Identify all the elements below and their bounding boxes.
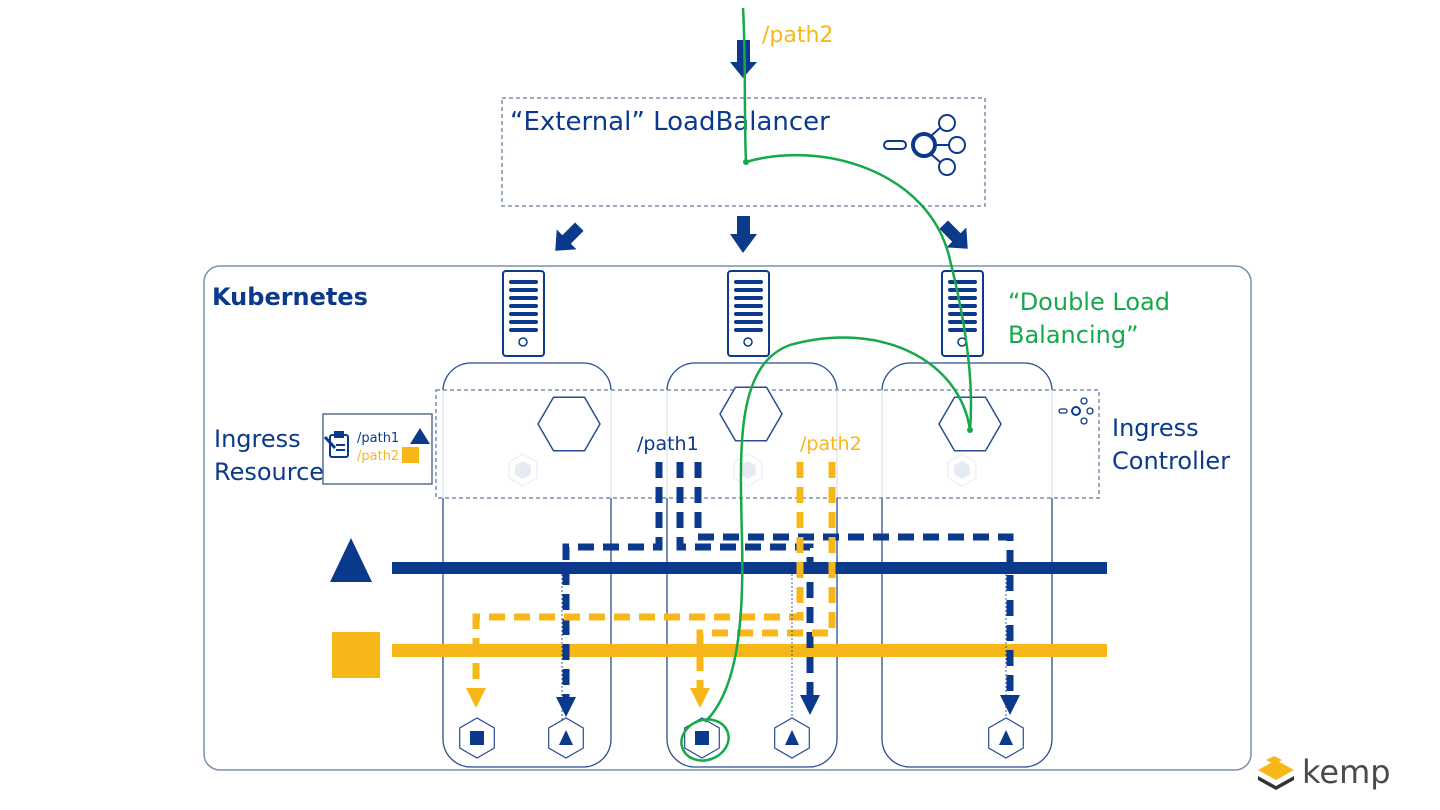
server-icon [502,270,545,357]
ingress-resource-label-1: Ingress [214,425,301,453]
route-arrowheads [466,688,1020,717]
square-service-icon [332,632,380,678]
route-path2-node2 [696,462,836,690]
kubernetes-cluster [203,265,1252,771]
clipboard-icon [323,431,349,458]
pod-triangle [774,717,810,759]
square-icon [470,731,484,745]
rule-path2: /path2 [357,449,399,464]
pod-square [684,717,720,759]
kubernetes-title: Kubernetes [212,283,368,311]
triangle-icon [785,730,799,745]
load-balancer-icon [883,114,966,176]
pod-square [459,717,495,759]
external-lb-title: “External” LoadBalancer [510,107,830,137]
triangle-service-icon [330,538,372,582]
faded-pod-icon [947,453,977,487]
rule-triangle-icon [410,428,430,444]
arrow-to-node-2 [730,216,757,253]
route-label-path2: /path2 [800,433,862,455]
incoming-path-label: /path2 [762,23,833,48]
server-icon [727,270,770,357]
triangle-icon [559,730,573,745]
kemp-logo: kemp [1258,753,1391,791]
thin-dotted-guides [561,574,1007,720]
external-load-balancer: “External” LoadBalancer [501,97,986,207]
double-lb-annotation-1: “Double Load [1008,288,1170,316]
route-path1-node2 [676,462,814,700]
rule-square-icon [402,447,419,463]
faded-pod-icon [508,453,538,487]
square-icon [695,731,709,745]
faded-pod-icon [733,453,763,487]
external-lb-box [501,97,986,207]
ingress-controller-pod-hexagon [537,396,601,452]
rule-path1: /path1 [357,431,399,446]
kemp-logo-icon [1258,756,1294,790]
ingress-controller-label-2: Controller [1112,447,1230,475]
route-path2-node1 [472,462,804,690]
path1-routes [562,462,1014,720]
lb-to-node-arrows [555,216,968,253]
pod-triangle [988,717,1024,759]
route-path1-node3 [694,462,1014,700]
ingress-controller-pod-hexagon [719,386,783,442]
route-label-path1: /path1 [637,433,699,455]
triangle-service-line [392,562,1107,574]
ingress-resource-label-2: Resource [214,458,324,486]
arrow-to-node-1 [555,222,584,251]
double-load-balancing-path [680,7,973,762]
path2-routes [472,462,836,690]
square-service-line [392,644,1107,657]
pod-triangle [548,717,584,759]
ingress-controller-lb-icon [1058,397,1094,425]
route-path1-node1 [562,462,663,720]
double-lb-annotation-2: Balancing” [1008,321,1139,349]
ingress-controller-label-1: Ingress [1112,414,1199,442]
kemp-logo-text: kemp [1302,753,1391,791]
triangle-icon [999,730,1013,745]
arrow-to-node-3 [939,220,968,249]
